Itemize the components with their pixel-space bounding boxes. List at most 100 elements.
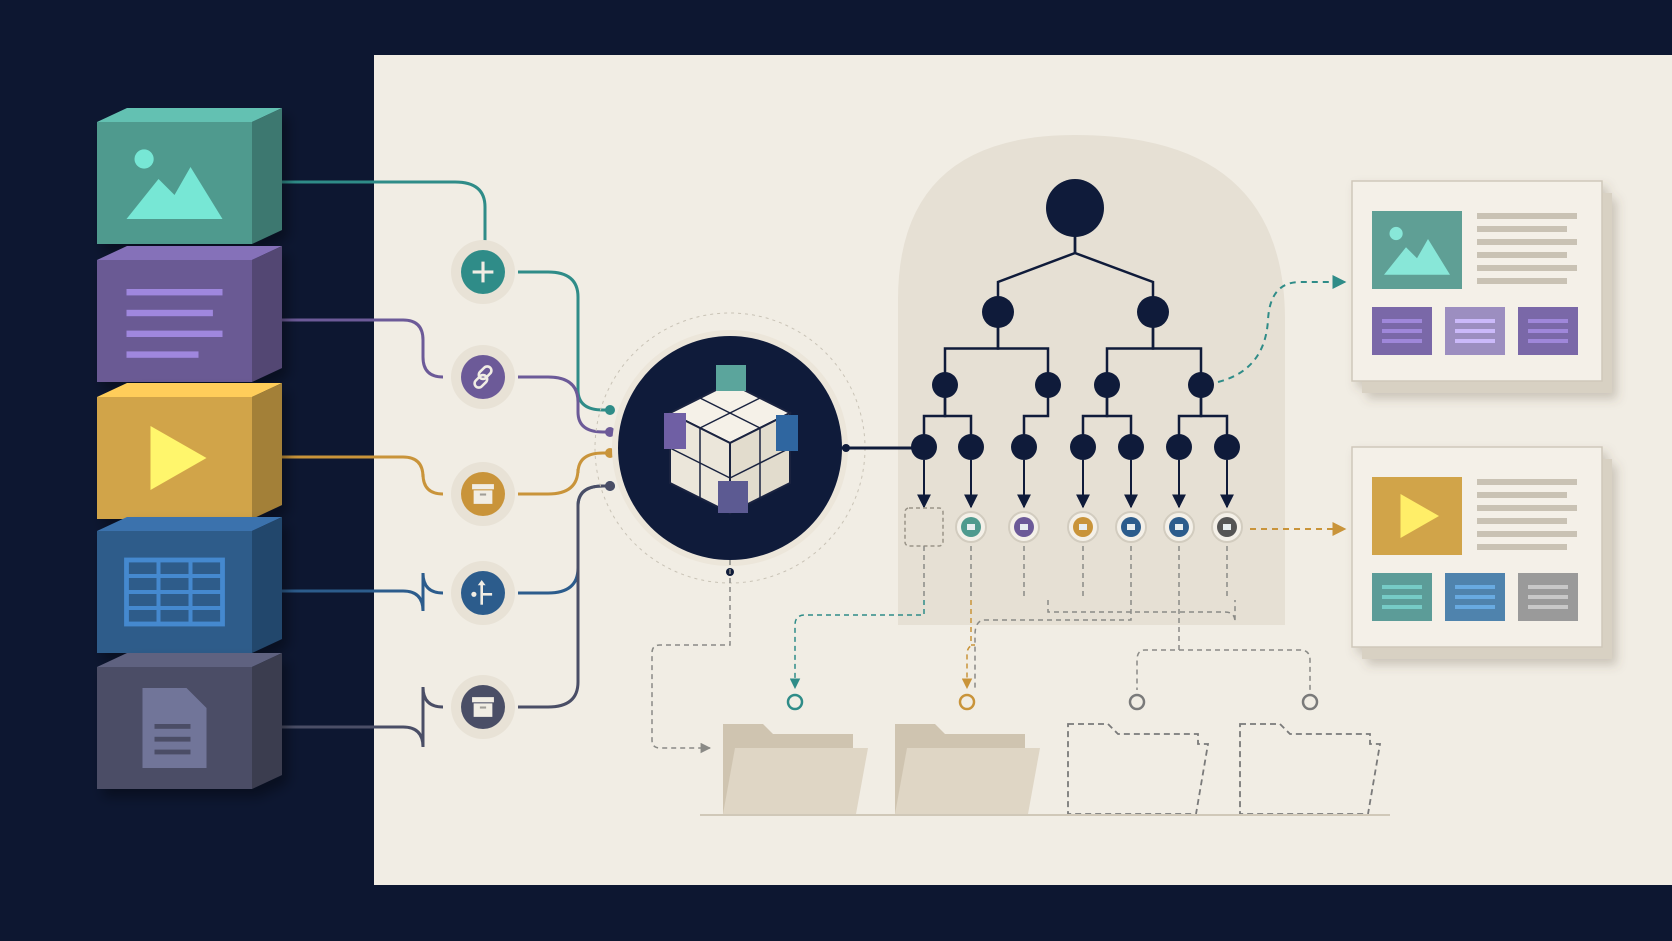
block-top bbox=[97, 246, 282, 260]
card-text-line bbox=[1477, 265, 1577, 271]
image-icon bbox=[967, 524, 975, 530]
hub-port bbox=[605, 481, 615, 491]
card-text-line bbox=[1477, 239, 1577, 245]
storage-link bbox=[961, 600, 976, 690]
card-text-line bbox=[1477, 252, 1567, 258]
tree-edge bbox=[1151, 312, 1203, 385]
fork-icon bbox=[471, 580, 493, 605]
tree-leaf-node bbox=[1118, 434, 1144, 460]
tree-node bbox=[932, 372, 958, 398]
block-side bbox=[252, 383, 282, 519]
hierarchy-tree bbox=[904, 179, 1243, 600]
archive-icon bbox=[472, 697, 494, 717]
block-top bbox=[97, 108, 282, 122]
source-block-video bbox=[97, 383, 282, 519]
output-card-video-page bbox=[1351, 446, 1612, 659]
card-tile-line bbox=[1455, 595, 1495, 599]
tree-leaf-node bbox=[1011, 434, 1037, 460]
card-tile-line bbox=[1528, 585, 1568, 589]
card-text-line bbox=[1477, 213, 1577, 219]
card-tile-line bbox=[1528, 605, 1568, 609]
card-tile-line bbox=[1455, 585, 1495, 589]
card-tile-line bbox=[1382, 605, 1422, 609]
folder-icon bbox=[723, 724, 868, 814]
play-icon bbox=[1400, 494, 1439, 538]
source-connector bbox=[272, 686, 444, 748]
source-connector bbox=[272, 572, 444, 612]
card-tile-line bbox=[1455, 339, 1495, 343]
tree-node bbox=[1137, 296, 1169, 328]
processor-node bbox=[451, 561, 515, 625]
tree-node bbox=[1035, 372, 1061, 398]
tree-node bbox=[1188, 372, 1214, 398]
card-tile-line bbox=[1528, 329, 1568, 333]
tree-edge bbox=[943, 385, 973, 447]
tree-backdrop-arch bbox=[898, 135, 1285, 625]
block-face bbox=[97, 122, 252, 244]
block-side bbox=[252, 246, 282, 382]
card-tile-line bbox=[1382, 329, 1422, 333]
image-icon bbox=[1384, 226, 1450, 275]
image-icon bbox=[126, 149, 223, 219]
block-side bbox=[252, 517, 282, 653]
tree-edge bbox=[996, 312, 1050, 385]
card-text-line bbox=[1477, 226, 1567, 232]
tree-leaf-node bbox=[958, 434, 984, 460]
folder-marker bbox=[1128, 693, 1146, 711]
output-cards bbox=[1217, 180, 1612, 659]
card-text-line bbox=[1477, 518, 1567, 524]
tree-edge bbox=[1105, 385, 1133, 447]
processor-connector bbox=[518, 375, 612, 434]
processor-node bbox=[451, 345, 515, 409]
card-text-line bbox=[1477, 544, 1567, 550]
tree-leaf-node bbox=[1070, 434, 1096, 460]
card-text-line bbox=[1477, 278, 1567, 284]
storage-link bbox=[1047, 600, 1236, 623]
source-connector bbox=[272, 455, 444, 496]
card-tile-line bbox=[1382, 319, 1422, 323]
storage-link bbox=[1179, 649, 1311, 690]
folder-marker bbox=[958, 693, 976, 711]
card-tile-line bbox=[1455, 605, 1495, 609]
card-tile-line bbox=[1382, 585, 1422, 589]
tree-edge bbox=[1022, 385, 1050, 447]
processor-connector bbox=[518, 451, 612, 496]
source-connector bbox=[272, 318, 444, 379]
source-block-table bbox=[97, 517, 282, 653]
file-icon bbox=[142, 688, 207, 768]
block-top bbox=[97, 653, 282, 667]
archive-icon bbox=[472, 484, 494, 504]
tree-leaf-node bbox=[1166, 434, 1192, 460]
card-text-line bbox=[1477, 479, 1577, 485]
storage-link bbox=[1136, 600, 1180, 690]
storage-folders bbox=[651, 560, 1390, 816]
cube-accent-indigo bbox=[718, 481, 748, 513]
card-tile-line bbox=[1528, 339, 1568, 343]
hub-port bbox=[605, 405, 615, 415]
block-top bbox=[97, 383, 282, 397]
table-icon bbox=[1175, 524, 1183, 530]
card-tile-line bbox=[1382, 595, 1422, 599]
cube-icon bbox=[664, 365, 798, 515]
card-text-line bbox=[1477, 505, 1577, 511]
processor-connector bbox=[518, 484, 612, 709]
card-tile-line bbox=[1382, 339, 1422, 343]
card-tile-line bbox=[1455, 329, 1495, 333]
card-tile-line bbox=[1528, 595, 1568, 599]
processor-node bbox=[451, 675, 515, 739]
file-icon bbox=[1223, 524, 1231, 530]
folder-icon bbox=[895, 724, 1040, 814]
source-blocks bbox=[97, 108, 282, 789]
source-block-file bbox=[97, 653, 282, 789]
processor-core bbox=[461, 355, 505, 399]
table-icon bbox=[1127, 524, 1135, 530]
table-icon bbox=[124, 557, 225, 627]
source-block-image bbox=[97, 108, 282, 244]
card-hero bbox=[1372, 211, 1462, 289]
link-icon bbox=[473, 365, 493, 389]
central-hub bbox=[594, 312, 915, 584]
processor-connector bbox=[518, 270, 612, 412]
output-card-image-page bbox=[1351, 180, 1612, 393]
